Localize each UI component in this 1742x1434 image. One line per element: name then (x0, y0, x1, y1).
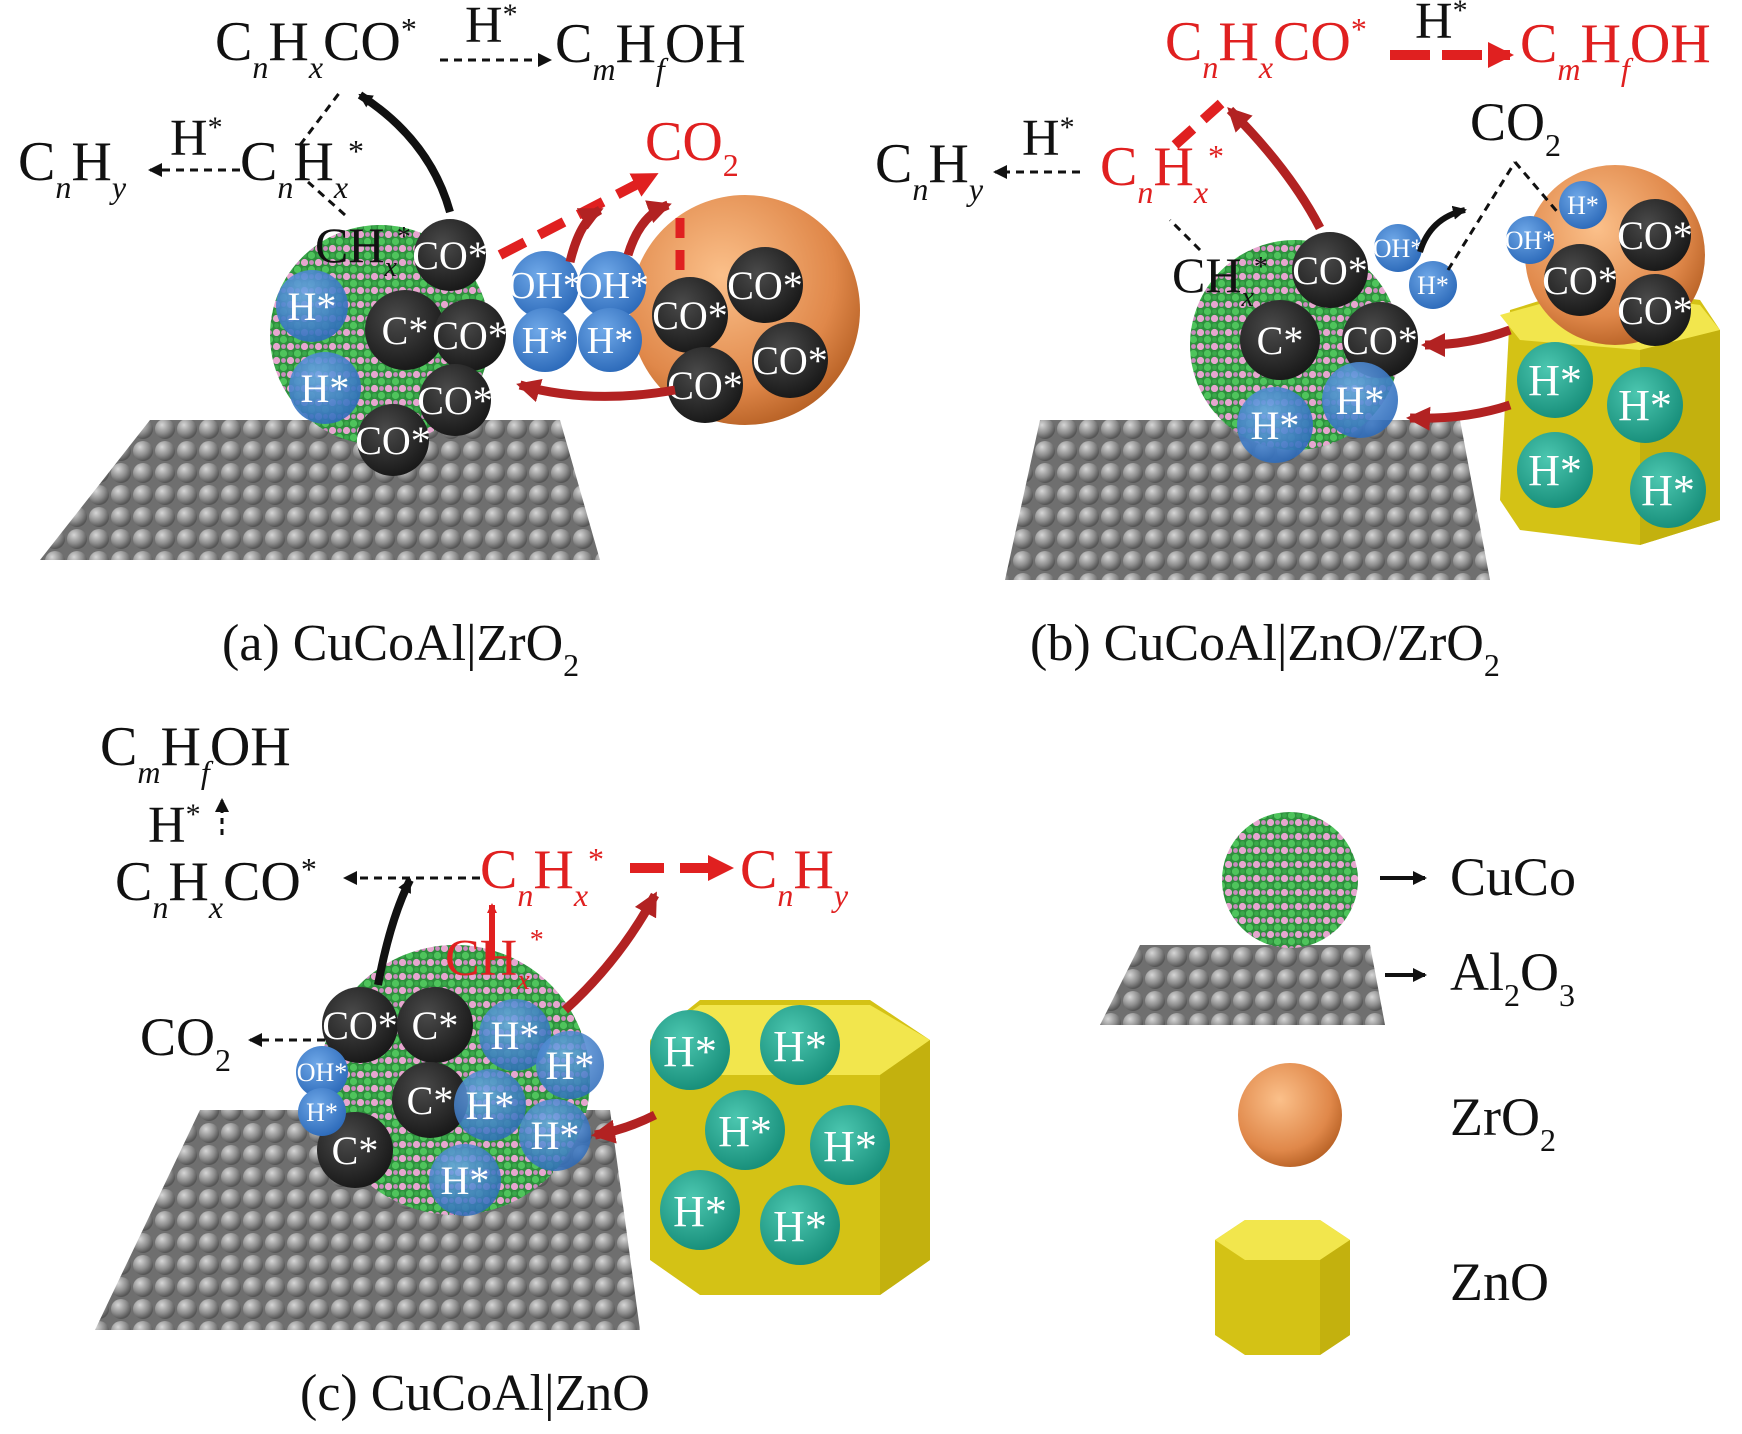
species-h-left: H* (170, 110, 223, 167)
h-label: H* (491, 1013, 540, 1058)
black-dashed-line-ch (1170, 220, 1200, 250)
red-arrow-oh (570, 210, 600, 262)
co-label: CO* (1542, 258, 1618, 303)
species-co2: CO2 (1470, 92, 1561, 163)
panel-c: CO* C* C* C* H* H* H* H* H* OH* H* (95, 716, 930, 1422)
c-label: C* (407, 1078, 454, 1123)
legend-zro2-label: ZrO2 (1450, 1087, 1556, 1158)
h-label: H* (1567, 191, 1599, 220)
co-label: CO* (652, 293, 728, 338)
h-label: H* (466, 1083, 515, 1128)
co-label: CO* (1617, 213, 1693, 258)
h-label: H* (522, 320, 568, 362)
oh-label: OH* (575, 265, 649, 307)
h-label: H* (1618, 381, 1672, 430)
species-cnhx: CnHx* (1100, 136, 1224, 210)
co-label: CO* (355, 418, 431, 463)
panel-b-caption: (b) CuCoAl|ZnO/ZrO2 (1030, 615, 1500, 683)
h-label: H* (531, 1113, 580, 1158)
co-label: CO* (1342, 318, 1418, 363)
c-label: C* (382, 308, 429, 353)
a-oh-h-cluster: OH* OH* H* H* (508, 251, 649, 372)
co-label: CO* (1292, 248, 1368, 293)
red-curved-arrow (1230, 110, 1320, 228)
species-h-left: H* (1022, 110, 1075, 167)
species-h-top: H* (1415, 0, 1468, 50)
panel-c-caption: (c) CuCoAl|ZnO (300, 1365, 650, 1422)
h-label: H* (1641, 466, 1695, 515)
c-label: C* (1257, 318, 1304, 363)
legend-cuco-al2o3-icon (1100, 812, 1385, 1025)
species-cnhy: CnHy (740, 839, 849, 913)
co-label: CO* (727, 263, 803, 308)
species-cnhy: CnHy (18, 131, 127, 205)
h-label: H* (773, 1202, 827, 1251)
red-arrow-zno-to-cuco-co (1425, 330, 1510, 345)
co-label: CO* (752, 338, 828, 383)
species-co2: CO2 (645, 111, 739, 183)
species-h-up: H* (148, 797, 201, 854)
h-label: H* (441, 1158, 490, 1203)
red-arrow-co-spillover (520, 385, 675, 396)
panel-a: CO* C* CO* CO* CO* H* H* OH* OH* H* H* (18, 0, 860, 683)
legend: CuCo Al2O3 ZrO2 ZnO (1100, 812, 1576, 1355)
black-dashed-line-co2-2 (1515, 162, 1560, 215)
co-label: CO* (412, 233, 488, 278)
species-cnhx: CnHx* (240, 131, 364, 205)
h-label: H* (773, 1022, 827, 1071)
h-label: H* (306, 1098, 338, 1127)
panel-b: CO* C* CO* H* H* OH* H* OH* H* CO* CO* (875, 0, 1720, 683)
h-label: H* (1336, 378, 1385, 423)
species-cmhfoh: CmHfOH (100, 716, 291, 790)
co-label: CO* (417, 378, 493, 423)
oh-label: OH* (508, 265, 582, 307)
black-curved-arrow (360, 95, 450, 212)
h-label: H* (288, 284, 337, 329)
legend-zno-icon (1215, 1220, 1350, 1355)
legend-zro2-icon (1238, 1063, 1342, 1167)
species-cnhy: CnHy (875, 133, 984, 207)
black-curved-arrow-oh (1420, 210, 1465, 252)
h-label: H* (1251, 403, 1300, 448)
h-label: H* (1528, 446, 1582, 495)
species-co2: CO2 (140, 1007, 231, 1078)
al2o3-support (40, 420, 600, 560)
species-cmhfoh: CmHfOH (555, 13, 746, 87)
species-cmhfoh: CmHfOH (1520, 13, 1711, 87)
species-cnhxco: CnHxCO* (1165, 11, 1367, 85)
oh-label: OH* (297, 1058, 348, 1087)
species-cnhxco: CnHxCO* (115, 851, 317, 925)
h-label: H* (301, 366, 350, 411)
h-label: H* (546, 1043, 595, 1088)
co-label: CO* (322, 1003, 398, 1048)
h-label: H* (1528, 356, 1582, 405)
h-label: H* (718, 1107, 772, 1156)
h-label: H* (663, 1027, 717, 1076)
co-label: CO* (667, 363, 743, 408)
species-h-top: H* (465, 0, 518, 54)
h-label: H* (823, 1122, 877, 1171)
species-cnhxco: CnHxCO* (215, 11, 417, 85)
species-cnhx: CnHx* (480, 839, 604, 913)
oh-label: OH* (1505, 226, 1556, 255)
oh-label: OH* (1373, 234, 1424, 263)
h-label: H* (1417, 271, 1449, 300)
species-chx: CHx* (445, 925, 544, 996)
co-label: CO* (432, 313, 508, 358)
c-label: C* (412, 1003, 459, 1048)
legend-zno-label: ZnO (1450, 1252, 1549, 1312)
panel-a-caption: (a) CuCoAl|ZrO2 (222, 615, 579, 683)
legend-cuco-label: CuCo (1450, 847, 1576, 907)
legend-al2o3-label: Al2O3 (1450, 942, 1575, 1013)
red-arrow-zno-to-cuco-h (1410, 405, 1510, 418)
h-label: H* (587, 320, 633, 362)
co-label: CO* (1617, 288, 1693, 333)
h-label: H* (673, 1187, 727, 1236)
c-label: C* (332, 1128, 379, 1173)
